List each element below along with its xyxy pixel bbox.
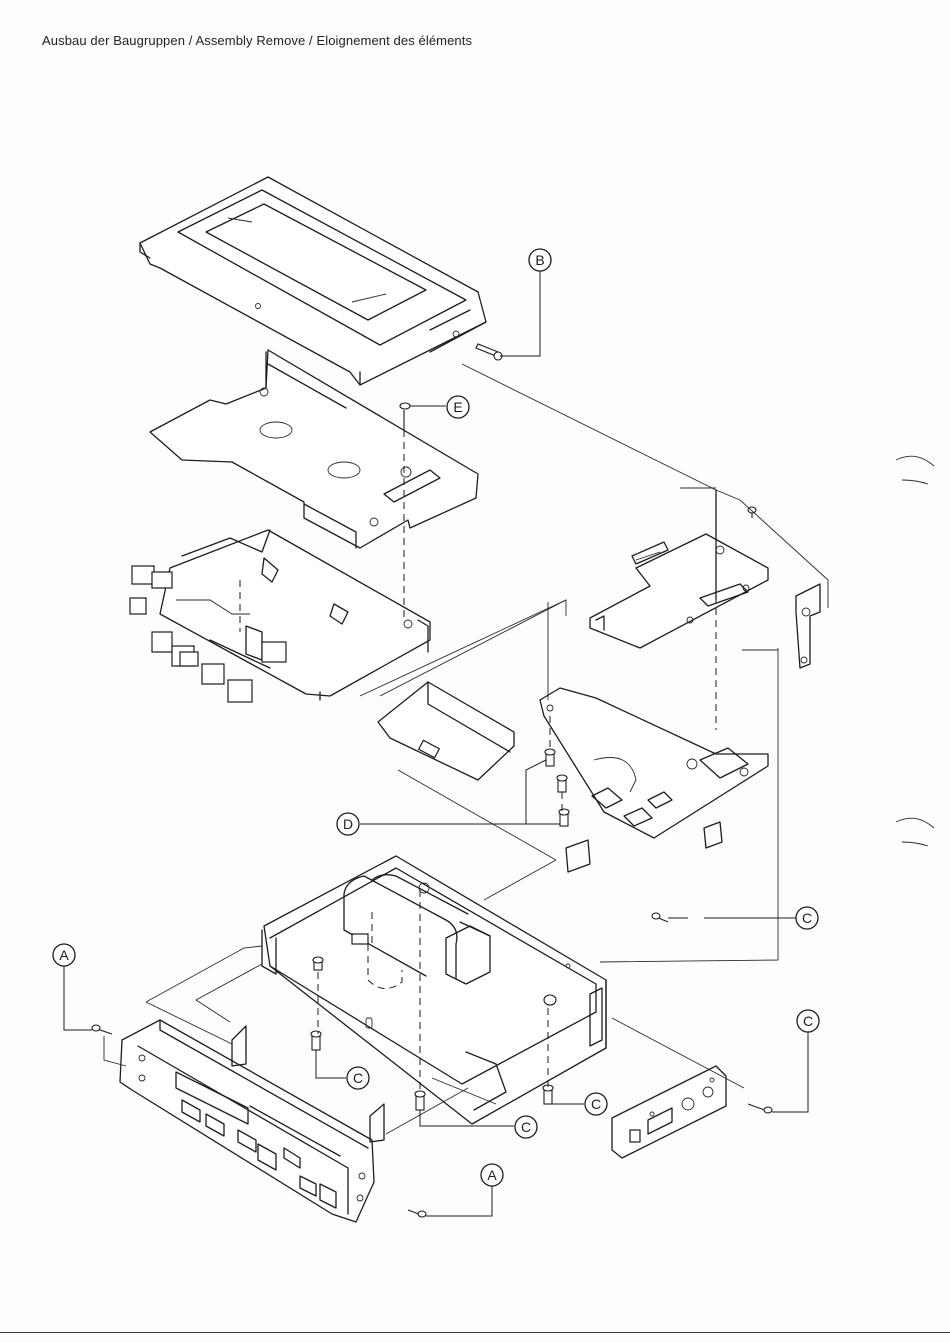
right-lower-board xyxy=(540,688,768,872)
rear-plate xyxy=(612,1066,726,1158)
callout-a-left: A xyxy=(53,944,92,1030)
callout-label: C xyxy=(591,1096,601,1112)
callout-a-bottom: A xyxy=(426,1164,503,1216)
callout-label: B xyxy=(535,252,544,268)
binder-marks xyxy=(896,456,934,846)
front-panel xyxy=(120,1020,384,1222)
callout-label: C xyxy=(521,1119,531,1135)
callout-label: A xyxy=(59,947,69,963)
callout-label: C xyxy=(802,910,812,926)
small-shield-tray xyxy=(378,682,514,780)
callout-label: C xyxy=(353,1070,363,1086)
callout-label: C xyxy=(803,1013,813,1029)
chassis-housing xyxy=(262,856,606,1124)
shield-plate xyxy=(150,350,478,548)
right-upper-board xyxy=(590,490,820,668)
callout-e: E xyxy=(410,396,469,418)
callout-label: A xyxy=(487,1167,497,1183)
callout-label: D xyxy=(343,816,353,832)
callout-c-right-lower: C xyxy=(772,1010,819,1112)
callout-d: D xyxy=(337,760,560,835)
callout-b-top: B xyxy=(500,249,551,356)
callout-c-right-upper: C xyxy=(668,907,818,929)
page-bottom-rule xyxy=(0,1332,950,1333)
main-circuit-board xyxy=(130,530,430,702)
callout-c-center: C xyxy=(552,1093,607,1115)
callout-c-bottom-left: C xyxy=(316,1050,369,1089)
top-cover xyxy=(140,177,486,385)
callout-label: E xyxy=(453,399,462,415)
